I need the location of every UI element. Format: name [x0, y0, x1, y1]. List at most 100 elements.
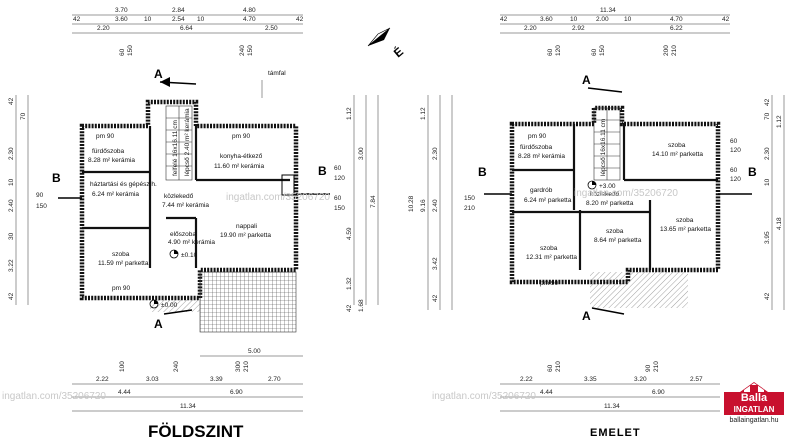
- opening-label: 60: [547, 48, 554, 56]
- ground-room-6-area: 4.90 m² kerámia: [168, 239, 215, 246]
- opening-label: 240: [173, 361, 180, 372]
- ground-top-dim-1: 3.70: [115, 7, 128, 14]
- ground-room-3-name: közlekedő: [164, 193, 194, 200]
- upper-left-dim: 9.16: [420, 199, 427, 212]
- upper-room-6-area: 13.65 m² parketta: [660, 226, 711, 233]
- upper-stair: lépcső 16x16.11 cm: [593, 107, 621, 181]
- opening-label: 60: [547, 364, 554, 372]
- opening-label: 100: [119, 361, 126, 372]
- upper-section-a-bottom: A: [582, 309, 591, 323]
- opening-label: 60: [334, 195, 342, 202]
- opening-label: 150: [334, 205, 345, 212]
- upper-room-5-area: 8.64 m² parketta: [594, 237, 642, 244]
- upper-right-dim: 42: [764, 98, 771, 106]
- ground-right-dim: 1.68: [358, 299, 365, 312]
- upper-section-b-left: B: [478, 165, 487, 179]
- upper-left-dim: 1.12: [420, 107, 427, 120]
- upper-top-dim: 2.20: [524, 25, 537, 32]
- ground-floor-plan: 3.70 2.84 4.80 42 3.60 10 2.54 10 4.70 4…: [8, 7, 379, 440]
- upper-top-dim: 3.60: [540, 16, 553, 23]
- compass-letter: É: [390, 44, 406, 61]
- ground-stair-label-1: felfelé 16x16.11 cm: [172, 120, 179, 176]
- ground-top-dim-3: 4.80: [243, 7, 256, 14]
- ground-section-b-right: B: [318, 164, 327, 178]
- upper-left-dim: 3.42: [432, 257, 439, 270]
- ground-level-010: ±0.10: [181, 252, 198, 259]
- upper-left-dim: 2.40: [432, 199, 439, 212]
- upper-bottom-dim: 6.90: [652, 389, 665, 396]
- ground-left-dim: 2.30: [8, 147, 15, 160]
- watermark-ground: ingatlan.com/35206720: [226, 192, 330, 203]
- upper-right-dim: 4.18: [776, 217, 783, 230]
- upper-top-dim: 6.22: [670, 25, 683, 32]
- opening-label: 150: [127, 45, 134, 56]
- upper-room-2-area: 14.10 m² parketta: [652, 151, 703, 158]
- upper-right-dim: 70: [764, 112, 771, 120]
- upper-room-7-area: 12.31 m² parketta: [526, 254, 577, 261]
- brand-subtitle: INGATLAN: [724, 405, 784, 415]
- upper-bottom-dim: 2.22: [520, 376, 533, 383]
- ground-section-a-bottom: A: [154, 317, 163, 331]
- ground-room-2-area: 6.24 m² kerámia: [92, 191, 139, 198]
- ground-left-dim: 42: [8, 292, 15, 300]
- ground-top-row2-0: 42: [73, 16, 81, 23]
- ground-room-1-area: 8.28 m² kerámia: [88, 157, 135, 164]
- upper-bottom-dim: 2.57: [690, 376, 703, 383]
- ground-left-dim: 2.40: [8, 199, 15, 212]
- brand-name: Balla: [724, 392, 784, 405]
- brand-url: ballaingatlan.hu: [729, 417, 779, 424]
- opening-label: 60: [730, 167, 738, 174]
- upper-room-4-area: 8.20 m² parketta: [586, 200, 634, 207]
- upper-stair-label: lépcső 16x16.11 cm: [600, 119, 607, 176]
- compass-north-arrow: É: [367, 27, 406, 61]
- ground-bottom-dim: 2.22: [96, 376, 109, 383]
- watermark-bottom: ingatlan.com/35206720: [432, 391, 536, 402]
- upper-room-7-name: szoba: [540, 245, 558, 252]
- opening-label: 120: [730, 147, 741, 154]
- opening-label: 60: [119, 48, 126, 56]
- opening-label: 60: [334, 165, 342, 172]
- ground-stair: felfelé 16x16.11 cm lépcső 2.40 m² kerám…: [165, 105, 193, 181]
- opening-label: 90: [645, 364, 652, 372]
- ground-room-2-name: háztartási és gépész h.: [90, 181, 157, 188]
- ground-room-1-name: fürdőszoba: [92, 148, 125, 155]
- upper-bottom-dim: 3.35: [584, 376, 597, 383]
- ground-room-pm90-2: pm 90: [232, 133, 250, 140]
- upper-right-dim: 2.30: [764, 147, 771, 160]
- opening-label: 300: [235, 361, 242, 372]
- ground-top-row2-1: 3.60: [115, 16, 128, 23]
- upper-top-dim: 42: [722, 16, 730, 23]
- upper-top-dim: 10: [624, 16, 632, 23]
- ground-right-dim: 1.32: [346, 277, 353, 290]
- watermark-left: ingatlan.com/35206720: [2, 391, 106, 402]
- ground-floor-title: FÖLDSZINT: [148, 422, 244, 440]
- opening-label: 210: [243, 361, 250, 372]
- upper-floor-plan: 11.34 42 3.60 10 2.00 10 4.70 42 2.20 2.…: [408, 7, 785, 439]
- ground-left-dim: 10: [8, 178, 15, 186]
- ground-top-row2-2: 10: [144, 16, 152, 23]
- upper-right-dim: 10: [764, 178, 771, 186]
- opening-label: 120: [730, 176, 741, 183]
- ground-room-5-area: 19.90 m² parketta: [220, 232, 271, 239]
- opening-label: 210: [671, 45, 678, 56]
- upper-top-dim: 42: [500, 16, 508, 23]
- upper-room-1-area: 8.28 m² kerámia: [518, 153, 565, 160]
- upper-floor-title: EMELET: [590, 427, 641, 439]
- upper-room-1-name: fürdőszoba: [520, 144, 553, 151]
- ground-bottom-dim: 3.03: [146, 376, 159, 383]
- opening-label: 240: [239, 45, 246, 56]
- ground-room-5-name: nappali: [236, 223, 257, 230]
- ground-right-dim: 4.59: [346, 227, 353, 240]
- upper-room-pm90-1: pm 90: [528, 133, 546, 140]
- ground-top-row3-2: 2.50: [265, 25, 278, 32]
- opening-label: 210: [464, 205, 475, 212]
- ground-left-dim: 70: [20, 112, 27, 120]
- ground-room-pm90-1: pm 90: [96, 133, 114, 140]
- upper-right-dim: 3.95: [764, 231, 771, 244]
- upper-room-4-name: közlekedő: [590, 191, 620, 198]
- opening-label: 210: [653, 361, 660, 372]
- opening-label: 60: [591, 48, 598, 56]
- opening-label: 150: [464, 195, 475, 202]
- opening-label: 210: [555, 361, 562, 372]
